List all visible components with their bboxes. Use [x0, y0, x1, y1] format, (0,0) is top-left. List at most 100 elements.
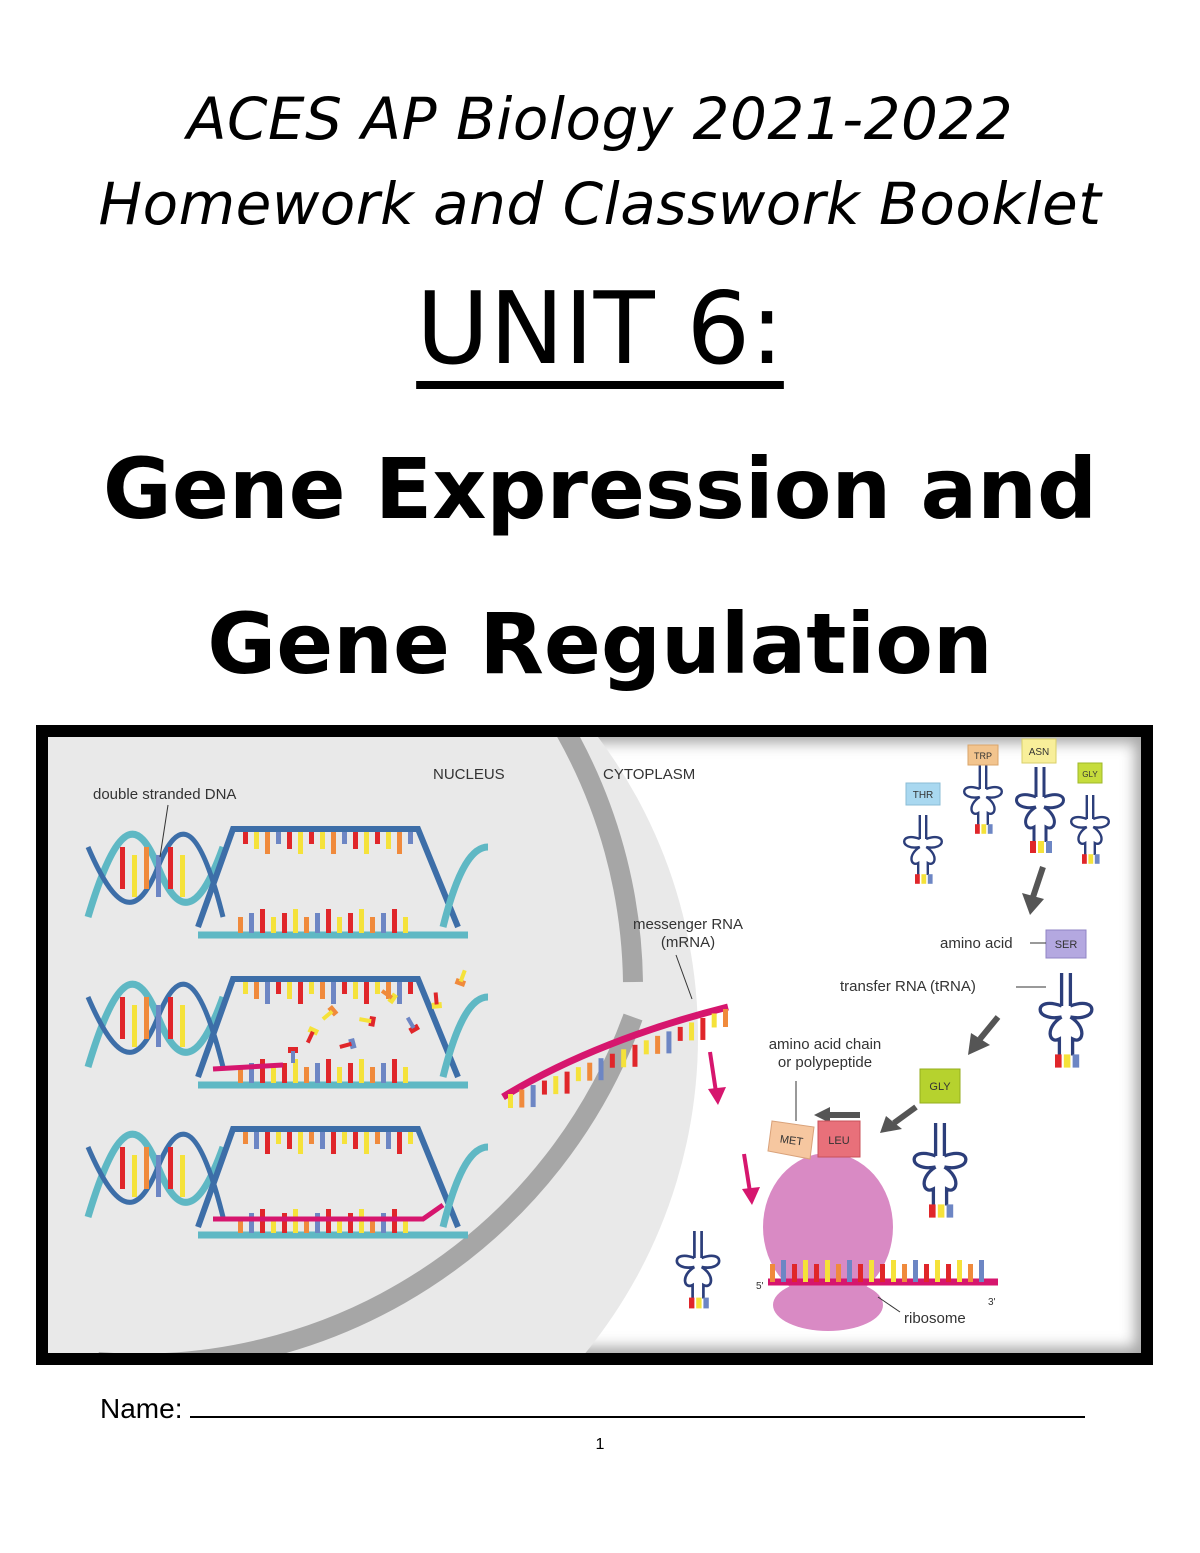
trna-anticodon-base: [921, 874, 927, 884]
dna-bottom-base: [326, 909, 331, 933]
mrna-base: [677, 1026, 683, 1041]
free-nucleotide: [431, 1002, 443, 1009]
dna-top-base: [265, 832, 270, 854]
dna-bottom-base: [381, 913, 386, 933]
amino-acid-gly-top: GLY: [1077, 762, 1103, 784]
dna-top-base: [386, 982, 391, 999]
dna-top-base: [331, 832, 336, 854]
amino-acid-label: amino acid: [940, 935, 1013, 952]
dna-top-base: [331, 1132, 336, 1154]
free-nucleotide: [387, 992, 399, 1005]
trna-body: [1015, 767, 1065, 842]
ribosome-mrna-base: [825, 1260, 830, 1282]
trna-anticodon-base: [975, 824, 980, 834]
name-underline[interactable]: [190, 1390, 1086, 1418]
free-nucleotide-stem: [339, 1041, 352, 1049]
dna-top-base: [320, 1132, 325, 1149]
ribosome-mrna-base: [770, 1264, 775, 1282]
trna-anticodon-base: [696, 1297, 702, 1309]
trna-body: [675, 1230, 721, 1299]
free-nucleotide: [307, 1026, 320, 1036]
dna-transcript: [213, 1202, 445, 1222]
mrna-base: [575, 1067, 581, 1082]
dna-bottom-base: [315, 913, 320, 933]
dna-top-base: [243, 832, 248, 844]
ribosome-leader: [877, 1296, 901, 1313]
mrna-base: [541, 1080, 547, 1095]
dna-top-base: [353, 1132, 358, 1149]
chain-arrowhead: [814, 1107, 830, 1123]
amino-acid-thr: THR: [905, 782, 941, 806]
trna-arrowhead-2: [968, 1033, 990, 1055]
dna-helix-base: [156, 1155, 161, 1197]
mrna-base: [723, 1009, 728, 1027]
free-nucleotide: [454, 977, 467, 987]
trna-free: [675, 1230, 721, 1309]
mrna-base: [587, 1062, 593, 1081]
mrna-arrowhead-2: [742, 1187, 760, 1205]
dna-bottom-base: [249, 1213, 254, 1233]
trna-arrow-1: [1030, 866, 1046, 898]
dna-top-base: [397, 1132, 402, 1154]
dna-top-base: [320, 982, 325, 999]
ribosome-mrna-base: [858, 1264, 863, 1282]
dna-top-base: [375, 1132, 380, 1144]
chain-label-line2: or polypeptide: [778, 1054, 872, 1071]
booklet-title: ACES AP Biology 2021-2022: [186, 85, 1014, 153]
mrna-base: [609, 1053, 615, 1068]
dna-bottom-base: [304, 1067, 309, 1083]
trna-anticodon-base: [1072, 1054, 1080, 1068]
dna-top-base: [364, 832, 369, 854]
dna-panel-3: [84, 1126, 489, 1239]
dna-top-base: [353, 982, 358, 999]
trna-anticodon-base: [1046, 841, 1052, 853]
ribosome-mrna-base: [847, 1260, 852, 1282]
dna-top-base: [309, 982, 314, 994]
dna-bottom-base: [392, 909, 397, 933]
trna-anticodon-base: [1082, 854, 1087, 864]
three-prime-label: 3': [988, 1297, 996, 1308]
dna-top-base: [298, 832, 303, 854]
mrna-base: [655, 1035, 661, 1054]
ribosome-mrna-base: [869, 1260, 874, 1282]
mrna-backbone: [501, 1003, 729, 1100]
trna-anticodon-base: [1088, 854, 1094, 864]
five-prime-label: 5': [756, 1281, 764, 1292]
ribosome-small-subunit: [773, 1279, 883, 1331]
trna-anticodon-base: [981, 824, 987, 834]
dna-bubble-top: [195, 826, 461, 929]
ribosome-mrna-base: [957, 1260, 962, 1282]
free-nucleotide-stem: [305, 1030, 315, 1044]
mrna-base: [666, 1031, 672, 1054]
dna-helix-base: [156, 1005, 161, 1047]
student-name-field[interactable]: Name:: [100, 1390, 1086, 1425]
dna-bottom-base: [392, 1059, 397, 1083]
dna-helix-base: [168, 997, 173, 1039]
dna-bottom-base: [337, 1217, 342, 1233]
dna-bubble-top: [195, 976, 461, 1079]
free-nucleotide-stem: [359, 1017, 372, 1024]
unit-heading: UNIT 6:: [0, 270, 1200, 387]
dna-bottom-base: [282, 1213, 287, 1233]
free-nucleotide: [368, 1015, 376, 1027]
trna-arrow-3: [892, 1104, 918, 1126]
trna-anticodon-base: [915, 874, 920, 884]
dna-top-base: [254, 1132, 259, 1149]
amino-acid-leu: LEU: [817, 1120, 861, 1158]
amino-acid-gly-top-label: GLY: [1082, 770, 1098, 779]
dna-bottom-base: [260, 909, 265, 933]
dna-helix-base: [180, 855, 185, 897]
dna-top-base: [276, 1132, 281, 1144]
trna-body: [1038, 972, 1094, 1056]
trna-anticodon-base: [703, 1297, 709, 1309]
ribosome-mrna-base: [836, 1264, 841, 1282]
dna-bottom-base: [293, 1059, 298, 1083]
amino-acid-met-label: MET: [779, 1133, 804, 1148]
amino-acid-gly: GLY: [919, 1068, 961, 1104]
dna-bottom-base: [238, 1217, 243, 1233]
unit-heading-text: UNIT 6:: [416, 270, 784, 387]
cytoplasm-label: CYTOPLASM: [603, 766, 695, 783]
dna-bottom-base: [337, 1067, 342, 1083]
dna-top-base: [298, 982, 303, 1004]
dna-bottom-base: [403, 1217, 408, 1233]
